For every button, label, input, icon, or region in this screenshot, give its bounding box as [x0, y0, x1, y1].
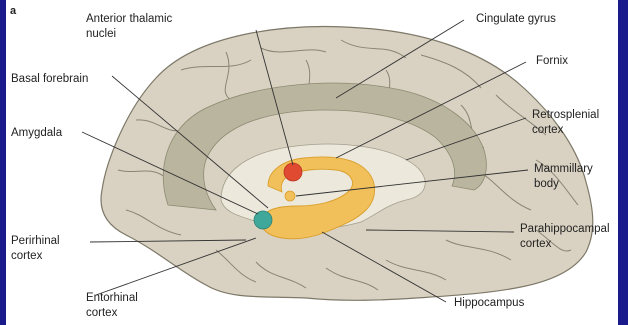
- label-perirhinal-line1: Perirhinal: [11, 235, 60, 247]
- brain-diagram: a Anterior thalamic nuclei Cingulate gyr…: [6, 0, 618, 325]
- mammillary-body: [285, 191, 295, 201]
- label-fornix: Fornix: [536, 55, 568, 67]
- diagram-panel: a Anterior thalamic nuclei Cingulate gyr…: [6, 0, 618, 325]
- label-entorhinal-line1: Entorhinal: [86, 292, 138, 304]
- label-anterior-thalamic-line1: Anterior thalamic: [86, 13, 173, 25]
- label-parahippocampal-line2: cortex: [520, 238, 552, 250]
- label-perirhinal-line2: cortex: [11, 250, 43, 262]
- label-basal-forebrain: Basal forebrain: [11, 73, 88, 85]
- label-anterior-thalamic-line2: nuclei: [86, 28, 116, 40]
- label-hippocampus: Hippocampus: [454, 297, 525, 309]
- label-entorhinal-line2: cortex: [86, 307, 118, 319]
- label-retrosplenial-line2: cortex: [532, 124, 564, 136]
- panel-letter: a: [10, 5, 17, 17]
- label-parahippocampal-line1: Parahippocampal: [520, 223, 610, 235]
- label-mammillary-line1: Mammillary: [534, 163, 593, 175]
- label-retrosplenial-line1: Retrosplenial: [532, 109, 599, 121]
- anterior-thalamic-nuclei: [284, 163, 302, 181]
- label-mammillary-line2: body: [534, 178, 559, 190]
- label-amygdala: Amygdala: [11, 127, 63, 139]
- label-cingulate-gyrus: Cingulate gyrus: [476, 13, 556, 25]
